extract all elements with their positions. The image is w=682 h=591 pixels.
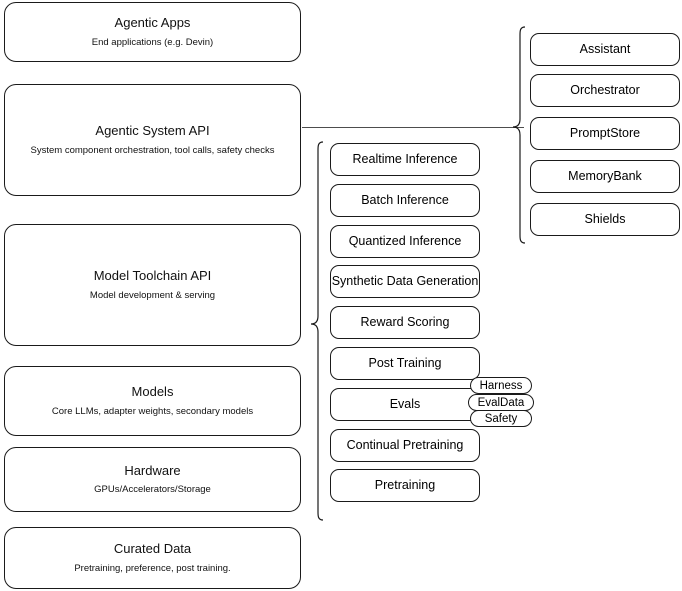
toolchain-item-realtime-inference[interactable]: Realtime Inference bbox=[330, 143, 480, 176]
chip-label: Orchestrator bbox=[570, 82, 640, 97]
agentic-system-item-memorybank[interactable]: MemoryBank bbox=[530, 160, 680, 193]
chip-label: Batch Inference bbox=[361, 192, 449, 207]
agentic-system-item-shields[interactable]: Shields bbox=[530, 203, 680, 236]
layer-subtitle: Core LLMs, adapter weights, secondary mo… bbox=[51, 405, 254, 417]
toolchain-item-continual-pretraining[interactable]: Continual Pretraining bbox=[330, 429, 480, 462]
evals-pill-harness[interactable]: Harness bbox=[470, 377, 532, 394]
chip-label: Quantized Inference bbox=[348, 233, 462, 248]
layer-subtitle: GPUs/Accelerators/Storage bbox=[94, 484, 211, 496]
layer-subtitle: Model development & serving bbox=[89, 289, 216, 301]
layer-subtitle: End applications (e.g. Devin) bbox=[91, 36, 214, 48]
chip-label: Reward Scoring bbox=[360, 314, 450, 329]
connector-line-agentic-system bbox=[302, 127, 524, 128]
layer-title: Agentic Apps bbox=[114, 15, 191, 31]
agentic-system-item-assistant[interactable]: Assistant bbox=[530, 33, 680, 66]
chip-label: PromptStore bbox=[569, 125, 641, 140]
layer-box-agentic-system-api[interactable]: Agentic System API System component orch… bbox=[4, 84, 301, 196]
layer-title: Hardware bbox=[124, 462, 181, 478]
chip-label: Assistant bbox=[579, 41, 631, 56]
layer-title: Curated Data bbox=[113, 541, 192, 557]
agentic-system-item-orchestrator[interactable]: Orchestrator bbox=[530, 74, 680, 107]
pill-label: Harness bbox=[479, 379, 523, 392]
pill-label: Safety bbox=[484, 412, 518, 425]
chip-label: Shields bbox=[584, 211, 626, 226]
agentic-system-item-promptstore[interactable]: PromptStore bbox=[530, 117, 680, 150]
toolchain-item-synthetic-data-generation[interactable]: Synthetic Data Generation bbox=[330, 265, 480, 298]
brace-agentic-system-group bbox=[512, 26, 526, 244]
layer-title: Model Toolchain API bbox=[93, 268, 212, 284]
layer-subtitle: System component orchestration, tool cal… bbox=[30, 144, 275, 156]
toolchain-item-evals[interactable]: Evals bbox=[330, 388, 480, 421]
brace-toolchain-group bbox=[310, 141, 324, 521]
layer-box-model-toolchain-api[interactable]: Model Toolchain API Model development & … bbox=[4, 224, 301, 346]
chip-label: Synthetic Data Generation bbox=[331, 273, 479, 288]
evals-pill-evaldata[interactable]: EvalData bbox=[468, 394, 534, 411]
toolchain-item-pretraining[interactable]: Pretraining bbox=[330, 469, 480, 502]
pill-label: EvalData bbox=[477, 396, 525, 409]
chip-label: MemoryBank bbox=[568, 168, 642, 183]
chip-label: Post Training bbox=[368, 355, 442, 370]
chip-label: Pretraining bbox=[374, 477, 436, 492]
toolchain-item-quantized-inference[interactable]: Quantized Inference bbox=[330, 225, 480, 258]
toolchain-item-reward-scoring[interactable]: Reward Scoring bbox=[330, 306, 480, 339]
layer-box-curated-data[interactable]: Curated Data Pretraining, preference, po… bbox=[4, 527, 301, 589]
layer-box-models[interactable]: Models Core LLMs, adapter weights, secon… bbox=[4, 366, 301, 436]
chip-label: Continual Pretraining bbox=[346, 437, 464, 452]
chip-label: Realtime Inference bbox=[352, 151, 458, 166]
toolchain-item-batch-inference[interactable]: Batch Inference bbox=[330, 184, 480, 217]
chip-label: Evals bbox=[389, 396, 421, 411]
evals-pill-safety[interactable]: Safety bbox=[470, 410, 532, 427]
layer-title: Agentic System API bbox=[95, 123, 210, 139]
layer-subtitle: Pretraining, preference, post training. bbox=[74, 562, 231, 574]
layer-box-agentic-apps[interactable]: Agentic Apps End applications (e.g. Devi… bbox=[4, 2, 301, 62]
layer-box-hardware[interactable]: Hardware GPUs/Accelerators/Storage bbox=[4, 447, 301, 512]
layer-title: Models bbox=[131, 384, 174, 400]
toolchain-item-post-training[interactable]: Post Training bbox=[330, 347, 480, 380]
